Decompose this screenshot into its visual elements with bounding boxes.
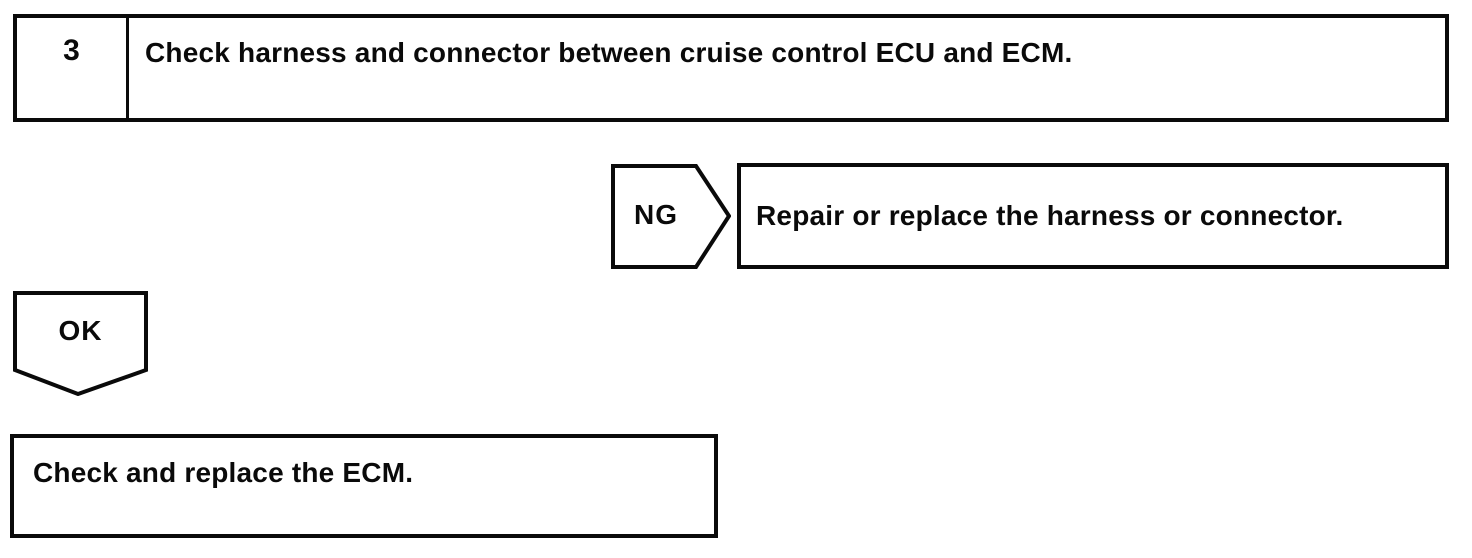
- step-instruction: Check harness and connector between crui…: [145, 37, 1073, 68]
- step-number: 3: [63, 34, 80, 67]
- ng-label: NG: [634, 198, 678, 230]
- step-box: 3 Check harness and connector between cr…: [13, 14, 1449, 122]
- ng-connector: NG: [611, 164, 731, 269]
- ok-pentagon-icon: [13, 291, 148, 396]
- ng-result-box: Repair or replace the harness or connect…: [737, 163, 1449, 269]
- ok-connector: OK: [13, 291, 148, 396]
- ok-result-text: Check and replace the ECM.: [33, 457, 414, 488]
- step-number-cell: 3: [17, 18, 129, 118]
- ng-pentagon-icon: [611, 164, 731, 269]
- ng-result-text: Repair or replace the harness or connect…: [756, 200, 1344, 231]
- ok-label: OK: [58, 314, 103, 346]
- ok-result-box: Check and replace the ECM.: [10, 434, 718, 538]
